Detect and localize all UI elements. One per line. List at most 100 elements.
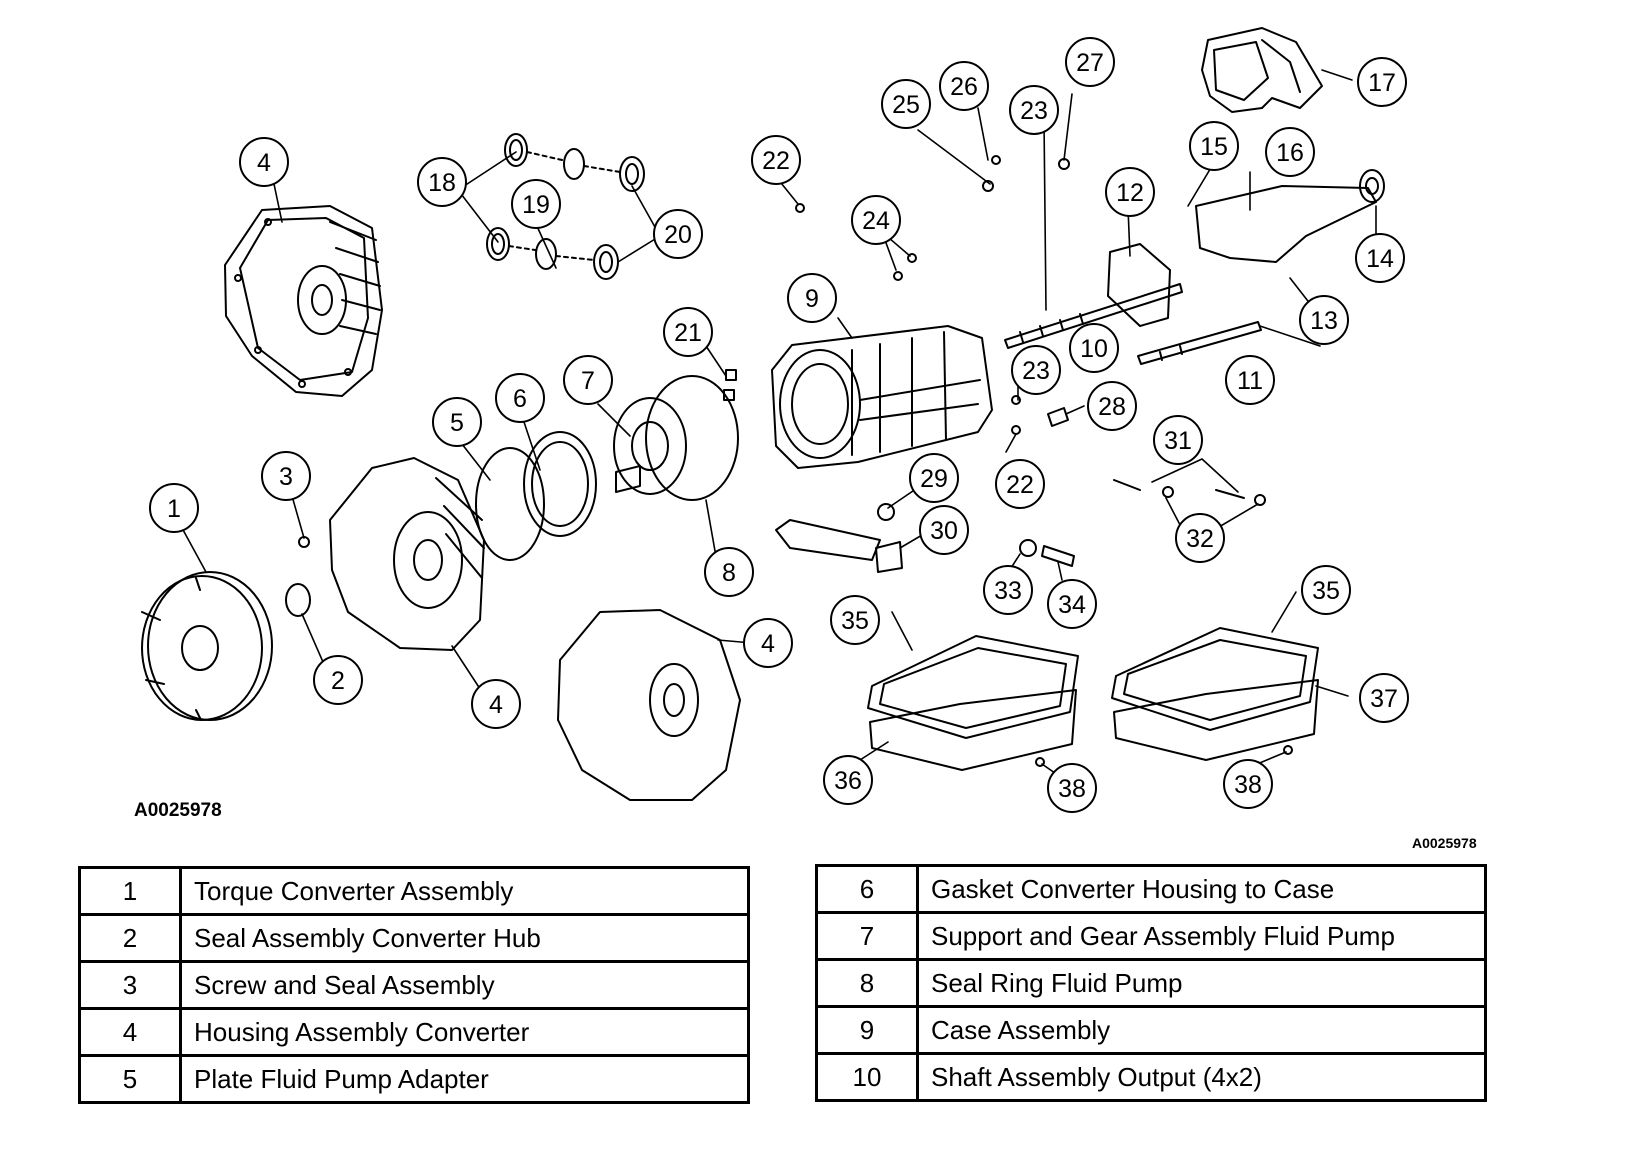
callout-number: 32 xyxy=(1186,525,1214,553)
legend-description: Housing Assembly Converter xyxy=(179,1007,750,1057)
callout-22: 22 xyxy=(751,135,801,185)
callout-1: 1 xyxy=(149,483,199,533)
callout-number: 35 xyxy=(841,607,869,635)
callout-28: 28 xyxy=(1087,381,1137,431)
legend-description: Gasket Converter Housing to Case xyxy=(916,864,1487,914)
callout-number: 23 xyxy=(1020,97,1048,125)
callout-circle xyxy=(1065,37,1115,87)
callout-circle xyxy=(743,618,793,668)
callout-23: 23 xyxy=(1011,345,1061,395)
callout-4: 4 xyxy=(743,618,793,668)
legend-number: 3 xyxy=(78,960,182,1010)
callout-number: 19 xyxy=(522,191,550,219)
legend-description: Support and Gear Assembly Fluid Pump xyxy=(916,911,1487,961)
callout-2: 2 xyxy=(313,655,363,705)
part-gasket-and-plate xyxy=(475,431,597,561)
callout-29: 29 xyxy=(909,453,959,503)
legend-number: 10 xyxy=(815,1052,919,1102)
callout-circle xyxy=(432,397,482,447)
callout-circle xyxy=(1357,57,1407,107)
callout-circle xyxy=(563,355,613,405)
callout-35: 35 xyxy=(830,595,880,645)
callout-number: 24 xyxy=(862,207,890,235)
part-hub-seal xyxy=(285,583,311,617)
callout-circle xyxy=(1153,415,1203,465)
callout-18: 18 xyxy=(417,157,467,207)
callout-number: 28 xyxy=(1098,393,1126,421)
callout-circle xyxy=(417,157,467,207)
callout-21: 21 xyxy=(663,307,713,357)
callout-circle xyxy=(830,595,880,645)
legend-description: Case Assembly xyxy=(916,1005,1487,1055)
callout-number: 23 xyxy=(1022,357,1050,385)
part-converter-housing-top-left xyxy=(224,205,383,397)
exploded-transmission-diagram: 1234445678910111213141516171819202122222… xyxy=(141,27,1409,813)
legend-number: 9 xyxy=(815,1005,919,1055)
callout-number: 20 xyxy=(664,221,692,249)
callout-13: 13 xyxy=(1299,295,1349,345)
callout-number: 22 xyxy=(1006,471,1034,499)
callout-number: 16 xyxy=(1276,139,1304,167)
callout-circle xyxy=(995,459,1045,509)
callout-circle xyxy=(1011,345,1061,395)
callout-circle xyxy=(1359,673,1409,723)
callout-30: 30 xyxy=(919,505,969,555)
callout-number: 30 xyxy=(930,517,958,545)
callout-number: 4 xyxy=(761,630,775,658)
legend-description: Torque Converter Assembly xyxy=(179,866,750,916)
callout-6: 6 xyxy=(495,373,545,423)
callout-circle xyxy=(1009,85,1059,135)
legend-description: Screw and Seal Assembly xyxy=(179,960,750,1010)
callout-10: 10 xyxy=(1069,323,1119,373)
legend-number: 8 xyxy=(815,958,919,1008)
callout-number: 34 xyxy=(1058,591,1086,619)
callout-4: 4 xyxy=(471,679,521,729)
legend-description: Plate Fluid Pump Adapter xyxy=(179,1054,750,1104)
callout-circle xyxy=(1223,759,1273,809)
callout-circle xyxy=(495,373,545,423)
callout-number: 14 xyxy=(1366,245,1394,273)
callout-circle xyxy=(1047,763,1097,813)
callout-circle xyxy=(1265,127,1315,177)
callout-circle xyxy=(983,565,1033,615)
callout-circle xyxy=(471,679,521,729)
callout-number: 8 xyxy=(722,559,736,587)
callout-number: 10 xyxy=(1080,335,1108,363)
callout-circle xyxy=(881,79,931,129)
callout-circle xyxy=(239,137,289,187)
callout-number: 36 xyxy=(834,767,862,795)
part-extension-housing-top xyxy=(1201,27,1323,113)
callout-number: 11 xyxy=(1237,367,1263,395)
callout-circle xyxy=(1299,295,1349,345)
callout-19: 19 xyxy=(511,179,561,229)
callout-number: 2 xyxy=(331,667,345,695)
legend-number: 2 xyxy=(78,913,182,963)
callout-number: 5 xyxy=(450,409,464,437)
legend-number: 7 xyxy=(815,911,919,961)
callout-circle xyxy=(663,307,713,357)
callout-20: 20 xyxy=(653,209,703,259)
callout-34: 34 xyxy=(1047,579,1097,629)
callout-number: 33 xyxy=(994,577,1022,605)
callout-circle xyxy=(1225,355,1275,405)
callout-8: 8 xyxy=(704,547,754,597)
callout-5: 5 xyxy=(432,397,482,447)
callout-number: 1 xyxy=(167,495,181,523)
callout-26: 26 xyxy=(939,61,989,111)
callout-number: 37 xyxy=(1370,685,1398,713)
callout-9: 9 xyxy=(787,273,837,323)
callout-circle xyxy=(313,655,363,705)
callout-number: 29 xyxy=(920,465,948,493)
part-output-shafts xyxy=(1004,283,1262,365)
callout-number: 4 xyxy=(257,149,271,177)
legend-number: 1 xyxy=(78,866,182,916)
callout-circle xyxy=(149,483,199,533)
callout-32: 32 xyxy=(1175,513,1225,563)
callout-33: 33 xyxy=(983,565,1033,615)
callout-circle xyxy=(1175,513,1225,563)
